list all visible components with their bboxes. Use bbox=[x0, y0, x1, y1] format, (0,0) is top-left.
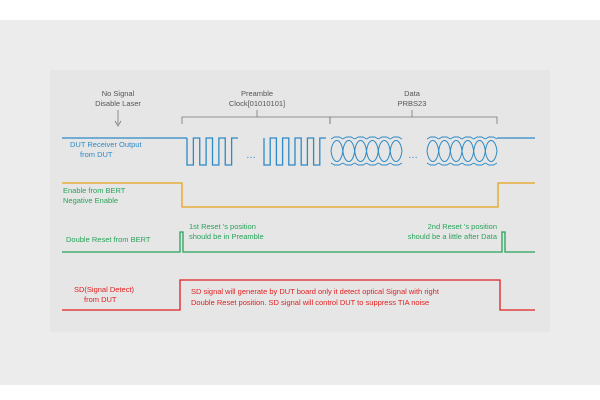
eye-rail bbox=[438, 136, 451, 166]
enable-waveform bbox=[62, 182, 535, 208]
double-reset-label: Double Reset from BERT bbox=[66, 235, 151, 244]
eye-lower-curve bbox=[484, 150, 498, 162]
eye-upper-curve bbox=[473, 140, 486, 152]
eye-rail bbox=[473, 136, 486, 166]
header-data-line2: PRBS23 bbox=[398, 99, 427, 108]
eye-lower-curve bbox=[366, 150, 379, 162]
header-no-signal-line1: No Signal bbox=[102, 89, 135, 98]
eye-rail bbox=[450, 136, 463, 166]
eye-lower-curve bbox=[461, 150, 475, 162]
reset1-note-line1: 1st Reset 's position bbox=[189, 222, 256, 231]
eye-rail bbox=[366, 136, 379, 166]
preamble-clock-wave-1 bbox=[186, 137, 238, 166]
dut-output-label-line1: DUT Receiver Output bbox=[70, 140, 142, 149]
prbs-eye-pattern-1 bbox=[330, 136, 403, 166]
header-no-signal-line2: Disable Laser bbox=[95, 99, 141, 108]
eye-rail bbox=[485, 136, 498, 166]
eye-lower-curve bbox=[377, 150, 391, 162]
eye-lower-curve bbox=[426, 150, 440, 162]
dut-output-label-line2: from DUT bbox=[80, 150, 113, 159]
no-signal-arrow bbox=[114, 120, 122, 127]
eye-upper-curve bbox=[389, 140, 403, 152]
eye-rail bbox=[426, 136, 439, 166]
eye-upper-curve bbox=[377, 140, 391, 152]
reset2-note-line2: should be a little after Data bbox=[408, 232, 498, 241]
preamble-bracket bbox=[181, 116, 331, 124]
eye-rail bbox=[342, 136, 355, 166]
eye-lower-curve bbox=[354, 150, 367, 162]
enable-label-line2: Negative Enable bbox=[63, 196, 118, 205]
prbs-eye-pattern-2 bbox=[426, 136, 498, 166]
eye-rail bbox=[378, 136, 391, 166]
eye-rail bbox=[389, 136, 403, 166]
eye-upper-curve bbox=[354, 140, 367, 152]
reset1-note-line2: should be in Preamble bbox=[189, 232, 264, 241]
preamble-ellipsis: … bbox=[246, 150, 256, 161]
eye-upper-curve bbox=[461, 140, 475, 152]
enable-label-line1: Enable from BERT bbox=[63, 186, 126, 195]
eye-rail bbox=[330, 136, 344, 166]
eye-lower-curve bbox=[330, 150, 344, 162]
sd-label-line2: from DUT bbox=[84, 295, 117, 304]
eye-upper-curve bbox=[449, 140, 463, 152]
eye-lower-curve bbox=[438, 150, 451, 162]
eye-upper-curve bbox=[342, 140, 356, 152]
preamble-clock-wave-2 bbox=[263, 137, 326, 166]
eye-lower-curve bbox=[449, 150, 463, 162]
sd-label-line1: SD(Signal Detect) bbox=[74, 285, 135, 294]
eye-upper-curve bbox=[366, 140, 379, 152]
sd-note-line2: Double Reset position. SD signal will co… bbox=[191, 298, 429, 307]
sd-note-line1: SD signal will generate by DUT board onl… bbox=[191, 287, 440, 296]
diagram-panel bbox=[50, 70, 550, 332]
header-preamble-line2: Clock[01010101] bbox=[229, 99, 285, 108]
header-preamble-line1: Preamble bbox=[241, 89, 273, 98]
data-ellipsis: … bbox=[408, 150, 418, 161]
eye-lower-curve bbox=[473, 150, 486, 162]
eye-rail bbox=[354, 136, 367, 166]
sd-waveform bbox=[62, 279, 535, 311]
eye-upper-curve bbox=[438, 140, 451, 152]
eye-upper-curve bbox=[330, 140, 344, 152]
eye-lower-curve bbox=[389, 150, 403, 162]
reset2-note-line1: 2nd Reset 's position bbox=[428, 222, 497, 231]
eye-upper-curve bbox=[484, 140, 498, 152]
data-bracket bbox=[329, 116, 498, 124]
eye-rail bbox=[461, 136, 474, 166]
header-data-line1: Data bbox=[404, 89, 421, 98]
double-reset-waveform bbox=[62, 231, 535, 253]
eye-lower-curve bbox=[342, 150, 356, 162]
eye-upper-curve bbox=[426, 140, 440, 152]
